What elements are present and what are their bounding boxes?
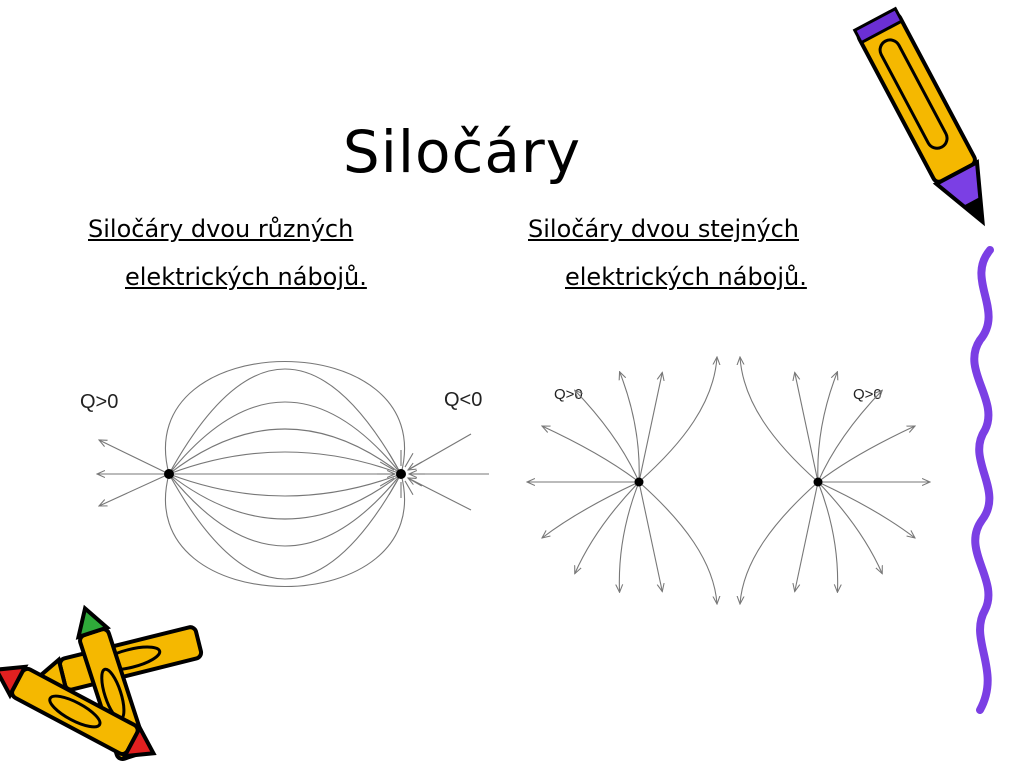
dipole-line [99, 440, 170, 475]
like-charges-field-diagram: Q>0 Q>0 [520, 345, 940, 615]
slide-title: Siločáry [342, 118, 582, 186]
like-line [575, 481, 640, 574]
like-line [620, 372, 640, 483]
dipole-field-diagram: Q>0 Q<0 [80, 361, 489, 587]
like-line [575, 390, 640, 483]
dipole-line [168, 473, 402, 547]
dipole-line [168, 473, 402, 520]
dipole-line [168, 368, 402, 475]
dipole-line [379, 477, 395, 487]
dipole-line [165, 473, 405, 587]
dipole-line [404, 480, 414, 496]
like-line [817, 481, 882, 574]
like-field-lines [527, 357, 930, 604]
dipole-line [407, 477, 423, 487]
like-line [619, 481, 640, 592]
like-line [638, 372, 662, 483]
like-line [638, 481, 662, 592]
dipole-field-lines [97, 361, 489, 587]
dipole-line [407, 461, 423, 471]
dipole-line [168, 428, 402, 475]
like-line [817, 372, 838, 483]
like-line [817, 390, 882, 483]
wave-decoration [970, 246, 994, 714]
charge-b-dot [813, 477, 823, 487]
wave-stroke [970, 246, 994, 714]
dipole-line [168, 401, 402, 475]
dipole-line [388, 480, 398, 496]
like-line [795, 372, 819, 483]
label-negative-charge: Q<0 [444, 389, 482, 411]
pencil-icon [852, 6, 985, 227]
dipole-line [379, 461, 395, 471]
like-line [795, 481, 819, 592]
negative-charge-dot [396, 469, 406, 479]
positive-charge-dot [164, 469, 174, 479]
dipole-line [99, 473, 170, 506]
like-line [740, 357, 819, 483]
like-line [638, 357, 717, 483]
like-line [638, 481, 717, 604]
dipole-line [168, 473, 402, 497]
dipole-line [388, 452, 398, 468]
like-line [817, 426, 915, 483]
like-line [542, 481, 640, 538]
caption-opposite-charges: Siločáry dvou různých elektrických náboj… [88, 205, 367, 301]
dipole-line [168, 473, 402, 580]
dipole-line [408, 478, 472, 511]
charge-a-dot [634, 477, 644, 487]
dipole-line [404, 452, 414, 468]
caption-opposite-line1: Siločáry dvou různých [88, 215, 354, 243]
label-positive-charge: Q>0 [80, 391, 118, 413]
dipole-line [168, 451, 402, 475]
caption-like-line1: Siločáry dvou stejných [528, 215, 799, 243]
dipole-line [165, 361, 405, 475]
crayons-icon [0, 604, 204, 761]
like-line [817, 481, 915, 538]
like-line [542, 426, 640, 483]
caption-like-charges: Siločáry dvou stejných elektrických nábo… [528, 205, 807, 301]
like-line [740, 481, 819, 604]
caption-like-line2: elektrických nábojů. [565, 263, 807, 291]
caption-opposite-line2: elektrických nábojů. [125, 263, 367, 291]
like-line [817, 481, 838, 592]
